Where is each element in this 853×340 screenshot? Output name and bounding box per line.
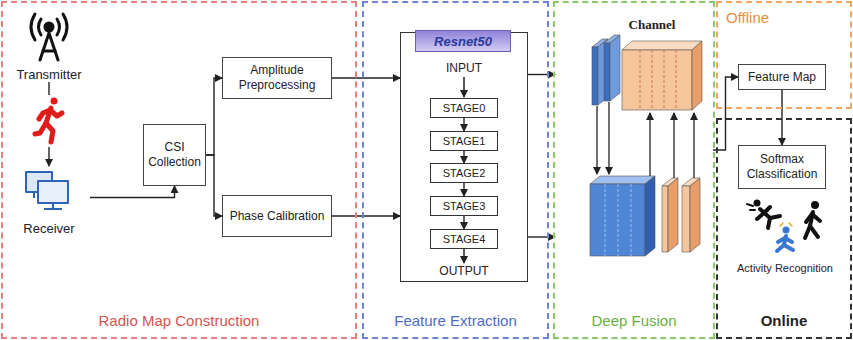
process-box: STAGE4 bbox=[430, 229, 498, 249]
stage-region: Deep Fusion bbox=[555, 3, 713, 337]
annotation-label: INPUT bbox=[434, 61, 494, 75]
node-label: STAGE1 bbox=[443, 135, 486, 147]
stage-region: Radio Map Construction TransmitterReceive… bbox=[3, 3, 355, 337]
process-box: Feature Map bbox=[738, 64, 826, 90]
node-label: Receiver bbox=[8, 221, 90, 236]
flow-arrow bbox=[463, 183, 464, 196]
stage-region: Feature Extraction Resnet50STAGE0STAGE1ST… bbox=[364, 3, 547, 337]
process-box: STAGE1 bbox=[430, 131, 498, 151]
node-label: Amplitude Preprocessing bbox=[227, 63, 327, 93]
region-label: Feature Extraction bbox=[364, 312, 547, 329]
stage-region: Online Softmax Classification bbox=[718, 120, 850, 337]
flow-arrow bbox=[713, 77, 738, 150]
node-label: Softmax Classification bbox=[743, 152, 821, 182]
node-label: Feature Map bbox=[748, 70, 816, 85]
device-node: Transmitter bbox=[8, 14, 90, 82]
flow-arrow bbox=[528, 236, 555, 237]
transmitter-icon bbox=[31, 14, 67, 60]
node-label: CSI Collection bbox=[148, 140, 201, 170]
runner-icon bbox=[33, 95, 65, 147]
flow-arrow bbox=[781, 90, 782, 145]
flow-arrow bbox=[332, 77, 400, 78]
node-label: Phase Calibration bbox=[230, 209, 325, 224]
process-box: STAGE3 bbox=[430, 196, 498, 216]
flow-arrow bbox=[463, 151, 464, 163]
flow-arrow bbox=[528, 74, 555, 75]
flow-arrow bbox=[463, 118, 464, 131]
feature-block bbox=[592, 35, 702, 110]
region-label: Deep Fusion bbox=[555, 312, 713, 329]
annotation-label: OUTPUT bbox=[434, 264, 494, 278]
receiver-icon bbox=[26, 172, 68, 209]
process-box: STAGE0 bbox=[430, 98, 498, 118]
region-label: Offline bbox=[726, 9, 850, 26]
node-label: STAGE0 bbox=[443, 102, 486, 114]
node-label: Resnet50 bbox=[415, 30, 511, 52]
stage-region: OfflineFeature Map bbox=[718, 3, 850, 107]
process-box: Amplitude Preprocessing bbox=[222, 57, 332, 99]
activity-icons bbox=[747, 200, 820, 252]
feature-block bbox=[590, 176, 700, 256]
flow-arrow bbox=[206, 155, 222, 216]
process-box: CSI Collection bbox=[143, 124, 206, 186]
process-box: STAGE2 bbox=[430, 163, 498, 183]
flow-arrow bbox=[90, 186, 175, 198]
process-box: Softmax Classification bbox=[738, 145, 826, 189]
node-label: Transmitter bbox=[8, 67, 90, 82]
flow-arrow bbox=[463, 216, 464, 229]
annotation-label: Activity Recognition bbox=[724, 262, 846, 274]
flow-arrow bbox=[206, 78, 222, 155]
device-node: Receiver bbox=[8, 166, 90, 236]
region-label: Online bbox=[718, 312, 850, 329]
fusion-arrow bbox=[597, 102, 694, 178]
process-box: Phase Calibration bbox=[222, 195, 332, 237]
node-label: STAGE4 bbox=[443, 233, 486, 245]
region-label: Radio Map Construction bbox=[3, 312, 355, 329]
annotation-label: Channel bbox=[622, 17, 682, 33]
flow-arrow bbox=[332, 215, 400, 216]
node-label: STAGE2 bbox=[443, 167, 486, 179]
node-label: STAGE3 bbox=[443, 200, 486, 212]
